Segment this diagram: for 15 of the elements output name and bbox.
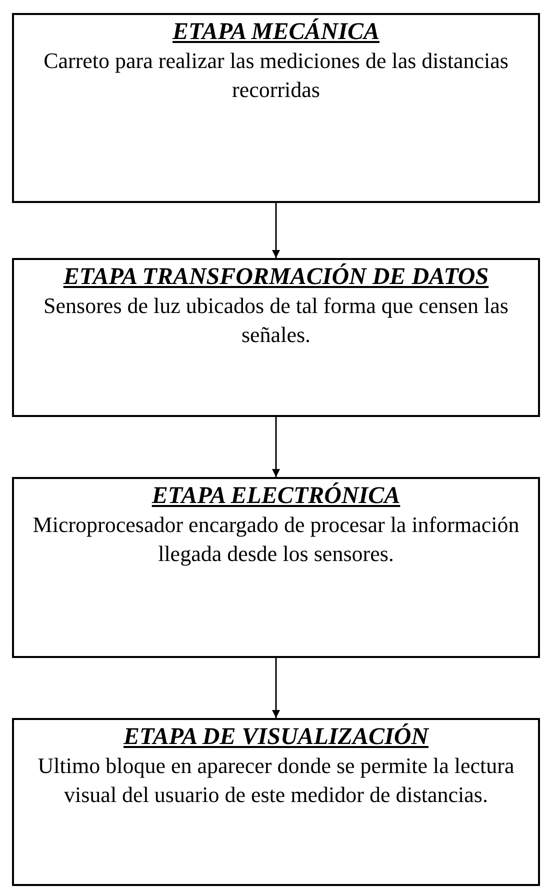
arrow <box>272 658 280 718</box>
process-box <box>12 718 540 886</box>
stage-heading: ETAPA ELECTRÓNICA <box>150 483 402 510</box>
process-box <box>12 258 540 417</box>
stage-heading: ETAPA DE VISUALIZACIÓN <box>122 724 430 751</box>
arrow <box>272 417 280 477</box>
process-box <box>12 13 540 203</box>
arrow <box>272 203 280 258</box>
stage-heading: ETAPA MECÁNICA <box>171 19 380 46</box>
stage-description: Microprocesador encargado de procesar la información llegada desde los sensores. <box>32 511 520 568</box>
stage-description: Ultimo bloque en aparecer donde se permite la lectura visual del usuario de este medidor de distancias. <box>36 752 516 809</box>
stage-description: Carreto para realizar las mediciones de las distancias recorridas <box>42 47 510 104</box>
stage-description: Sensores de luz ubicados de tal forma que censen las señales. <box>42 292 510 349</box>
process-box <box>12 477 540 658</box>
stage-heading: ETAPA TRANSFORMACIÓN DE DATOS <box>62 264 490 291</box>
